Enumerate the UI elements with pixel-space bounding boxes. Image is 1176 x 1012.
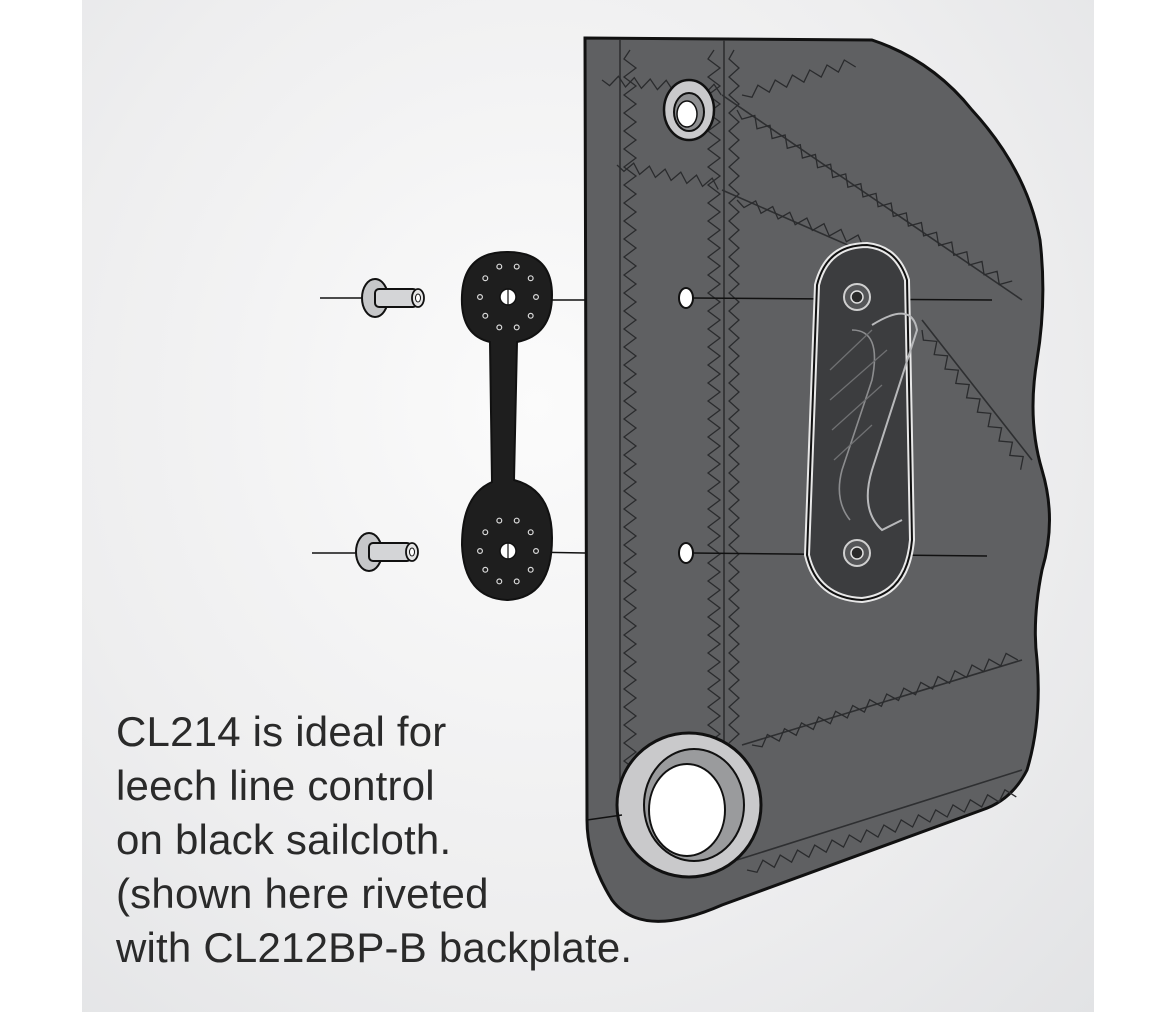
cleat-assembly-diagram (312, 36, 1051, 923)
caption-line-1: CL214 is ideal for (116, 708, 447, 755)
top-grommet (662, 78, 716, 142)
illustration-panel: CL214 is ideal for leech line control on… (82, 0, 1094, 1012)
caption-line-2: leech line control (116, 762, 435, 809)
rivet-upper (361, 278, 425, 318)
caption-line-3: on black sailcloth. (116, 816, 452, 863)
caption-line-5: with CL212BP-B backplate. (116, 924, 633, 971)
caption-line-4: (shown here riveted (116, 870, 489, 917)
backplate-cl212bp-b (460, 250, 554, 602)
rivet-lower (355, 532, 419, 572)
caption-text: CL214 is ideal for leech line control on… (116, 705, 836, 975)
sail-hole-lower (678, 542, 694, 564)
bottom-grommet (586, 731, 763, 879)
cleat-cl214 (803, 241, 919, 604)
sail-hole-upper (678, 287, 694, 309)
